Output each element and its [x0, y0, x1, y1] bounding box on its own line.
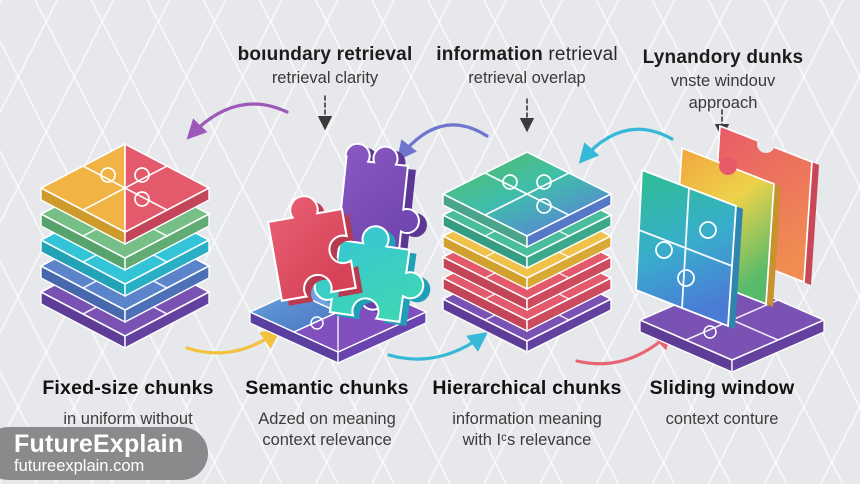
sliding-window-illustration [635, 124, 826, 372]
puzzle-piece-teal [313, 225, 431, 326]
puzzle-layer-top [39, 142, 211, 246]
curve-arrow-top-2 [396, 123, 489, 161]
fixed-size-chunks-illustration [39, 142, 211, 350]
strategy-semantic: Semantic chunks Adzed on meaning context… [217, 377, 437, 451]
strategy-title: Sliding window [649, 377, 795, 399]
annotation-subtitle: approach [688, 94, 758, 113]
curve-arrow-top-3 [578, 127, 674, 164]
annotation-subtitle: retrieval clarity [271, 69, 379, 87]
strategy-title: Fixed-size chunks [42, 377, 214, 399]
semantic-chunks-illustration [248, 142, 431, 365]
hierarchical-chunks-illustration [441, 151, 613, 354]
annotation-information-retrieval: information retrieval retrieval overlap [407, 44, 647, 88]
strategy-title: Hierarchical chunks [432, 377, 622, 399]
strategy-hierarchical: Hierarchical chunks information meaning … [412, 377, 642, 451]
puzzle-layer-top [441, 151, 613, 249]
strategy-description: information meaning with Iᶜs relevance [452, 410, 602, 450]
annotation-subtitle: retrieval overlap [468, 69, 586, 87]
annotation-sliding-window: Lynandory dunks vnste windouv approach [612, 47, 834, 113]
curve-arrow-top-1 [186, 102, 289, 140]
puzzle-panel-front [635, 168, 743, 329]
watermark-domain: futureexplain.com [14, 457, 145, 475]
strategy-sliding-window: Sliding window context conture [612, 377, 832, 430]
strategy-description: context conture [665, 410, 779, 428]
curve-arrow-bottom-1 [185, 329, 282, 355]
annotation-title: boıundary retrieval [237, 44, 413, 65]
watermark-brand: FutureExplain [14, 430, 184, 458]
watermark-pill: FutureExplain futureexplain.com [0, 427, 208, 480]
strategy-description: Adzed on meaning context relevance [258, 410, 396, 450]
annotation-title: information retrieval [436, 44, 618, 65]
puzzle-piece-red [266, 195, 363, 306]
strategy-title: Semantic chunks [245, 377, 409, 399]
annotation-subtitle: vnste windouv [670, 72, 776, 90]
annotation-title: Lynandory dunks [642, 47, 804, 68]
curve-arrow-bottom-2 [387, 332, 488, 361]
annotation-boundary-retrieval: boıundary retrieval retrieval clarity [205, 44, 445, 88]
